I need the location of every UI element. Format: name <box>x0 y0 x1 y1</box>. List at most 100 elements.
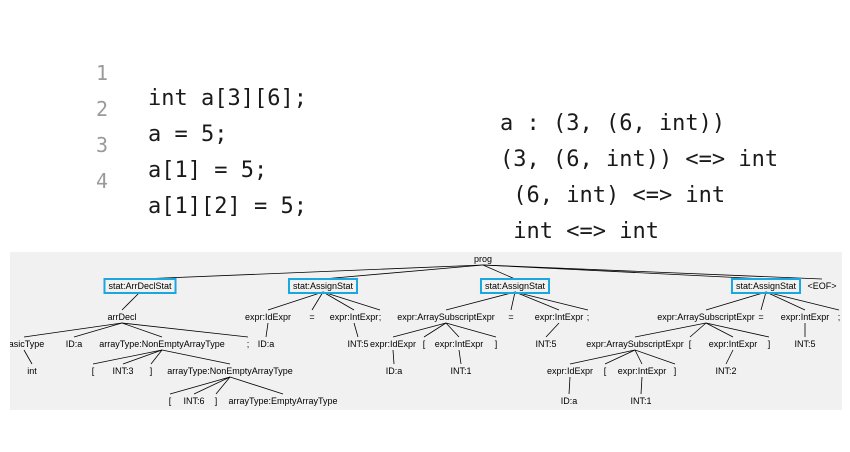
tree-edge <box>215 376 231 395</box>
tree-node-label: stat:AssignStat <box>485 281 546 291</box>
tree-edge <box>193 376 231 395</box>
tree-edge <box>392 349 395 365</box>
highlight-box <box>730 278 802 294</box>
tree-node: ID:a <box>386 366 403 376</box>
tree-node-label: [ <box>92 366 95 376</box>
tree-edge <box>392 322 447 338</box>
tree-node-label: int <box>27 366 37 376</box>
tree-node-label: INT:2 <box>715 366 736 376</box>
tree-node: INT:2 <box>715 366 736 376</box>
tree-node-label: ] <box>674 366 677 376</box>
tree-edge <box>760 291 767 311</box>
tree-node: INT:3 <box>112 366 133 376</box>
tree-edge <box>23 322 123 338</box>
tree-edge <box>423 322 447 338</box>
tree-edge <box>445 322 497 338</box>
tree-node-label: expr:ArraySubscriptExpr <box>657 312 755 322</box>
tree-edge <box>705 291 767 311</box>
tree-node-label: ; <box>247 339 250 349</box>
tree-node: int <box>27 366 37 376</box>
tree-node: INT:5 <box>535 339 556 349</box>
tree-node: arrayType:NonEmptyArrayType <box>167 366 293 376</box>
tree-node-label: [ <box>169 396 172 406</box>
tree-node-label: arrayType:EmptyArrayType <box>228 396 337 406</box>
tree-edge <box>604 349 636 365</box>
tree-node-label: expr:IdExpr <box>547 366 593 376</box>
tree-edge <box>510 291 516 311</box>
tree-edge <box>514 291 560 311</box>
tree-node-label: INT:3 <box>112 366 133 376</box>
tree-edge <box>161 349 231 365</box>
tree-node: [ <box>604 366 607 376</box>
tree-node-label: [ <box>423 339 426 349</box>
tree-edge <box>765 291 840 311</box>
tree-node: ] <box>674 366 677 376</box>
tree-node: ] <box>215 396 218 406</box>
tree-node: expr:IntExpr <box>435 339 484 349</box>
tree-node-label: = <box>309 312 314 322</box>
tree-node-label: expr:ArraySubscriptExpr <box>586 339 684 349</box>
tree-node: [ <box>423 339 426 349</box>
tree-node-label: expr:IdExpr <box>245 312 291 322</box>
tree-edge <box>634 322 707 338</box>
tree-node: expr:ArraySubscriptExpr <box>586 339 684 349</box>
source-code: a[1] = 5; <box>148 158 268 183</box>
tree-node-label: ] <box>150 366 153 376</box>
tree-node-label: INT:5 <box>794 339 815 349</box>
tree-edge <box>514 291 589 311</box>
tree-node-label: expr:IntExpr <box>535 312 584 322</box>
code-line: 4 a[1][2] = 5; int <=> int <box>0 144 850 244</box>
tree-edge <box>765 291 806 311</box>
tree-node: = <box>508 312 513 322</box>
type-annotation: a : (3, (6, int)) <box>500 111 726 136</box>
type-annotation: (6, int) <=> int <box>500 183 726 208</box>
line-number: 2 <box>96 97 109 121</box>
tree-node: expr:IntExpr <box>709 339 758 349</box>
highlight-box <box>103 278 177 294</box>
tree-node-label: basicType <box>10 339 44 349</box>
tree-node: ; <box>587 312 590 322</box>
tree-edge <box>689 322 707 338</box>
tree-node: expr:ArraySubscriptExpr <box>657 312 755 322</box>
tree-node-label: INT:1 <box>450 366 471 376</box>
tree-node-label: stat:AssignStat <box>736 281 797 291</box>
tree-node-label: ] <box>215 396 218 406</box>
tree-edge <box>121 291 141 311</box>
tree-edge <box>705 322 770 338</box>
tree-node: stat:AssignStat <box>479 278 551 294</box>
tree-edges <box>23 264 840 395</box>
tree-node-label: expr:IntExpr <box>709 339 758 349</box>
tree-edge <box>169 376 231 395</box>
line-number: 1 <box>96 61 109 85</box>
tree-edge <box>568 376 571 395</box>
tree-node-label: <EOF> <box>807 281 836 291</box>
tree-node: INT:1 <box>450 366 471 376</box>
tree-node: arrayType:NonEmptyArrayType <box>99 339 225 349</box>
tree-node-label: expr:IntExpr <box>618 366 667 376</box>
tree-edge <box>92 349 163 365</box>
tree-edge <box>353 322 359 338</box>
tree-edge <box>445 291 516 311</box>
tree-node: ] <box>150 366 153 376</box>
type-annotation: (3, (6, int)) <=> int <box>500 147 779 172</box>
tree-node: expr:IntExpr <box>781 312 830 322</box>
tree-node-label: ID:a <box>561 396 578 406</box>
tree-node-label: expr:IdExpr <box>370 339 416 349</box>
type-annotation: int <=> int <box>500 219 659 244</box>
tree-node-label: expr:ArraySubscriptExpr <box>397 312 495 322</box>
tree-node: ID:a <box>66 339 83 349</box>
tree-node: ; <box>838 312 841 322</box>
tree-node-label: = <box>508 312 513 322</box>
tree-node: ID:a <box>561 396 578 406</box>
tree-edge <box>229 376 284 395</box>
tree-node: stat:ArrDeclStat <box>103 278 177 294</box>
code-line: 1 int a[3][6]; a : (3, (6, int)) <box>0 36 850 136</box>
tree-node-label: ] <box>768 339 771 349</box>
tree-node: basicType <box>10 339 44 349</box>
tree-node: = <box>309 312 314 322</box>
tree-edge <box>121 322 163 338</box>
tree-node: stat:AssignStat <box>730 278 802 294</box>
